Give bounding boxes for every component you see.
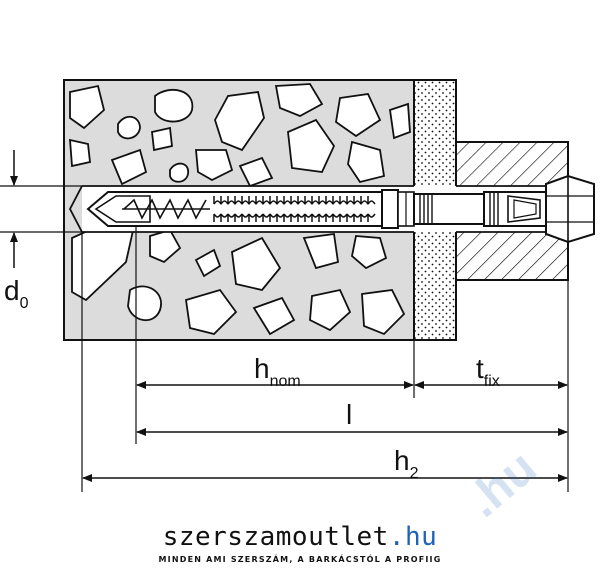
hnom-dimension: hnom bbox=[136, 353, 414, 390]
tfix-label: tfix bbox=[476, 353, 500, 390]
brand-name-suffix: .hu bbox=[388, 522, 438, 552]
tfix-dimension: tfix bbox=[414, 353, 568, 390]
brand-name-prefix: szerszamoutlet bbox=[162, 522, 389, 552]
frame-anchor bbox=[86, 174, 595, 244]
h2-dimension: h2 bbox=[82, 445, 568, 482]
d0-dimension: d0 bbox=[0, 150, 82, 312]
h2-label: h2 bbox=[394, 445, 419, 482]
expansion-grooves bbox=[213, 196, 376, 222]
brand-slogan: MINDEN AMI SZERSZÁM, A BARKÁCSTÓL A PROF… bbox=[158, 555, 442, 564]
l-label: l bbox=[346, 399, 352, 430]
extension-lines bbox=[81, 226, 569, 492]
aggregate-stones bbox=[69, 83, 411, 336]
brand-name[interactable]: szerszamoutlet.hu bbox=[0, 522, 600, 552]
l-dimension: l bbox=[136, 399, 568, 436]
d0-label: d0 bbox=[4, 275, 29, 312]
hnom-label: hnom bbox=[254, 353, 301, 390]
watermark-text: .hu bbox=[457, 441, 546, 528]
